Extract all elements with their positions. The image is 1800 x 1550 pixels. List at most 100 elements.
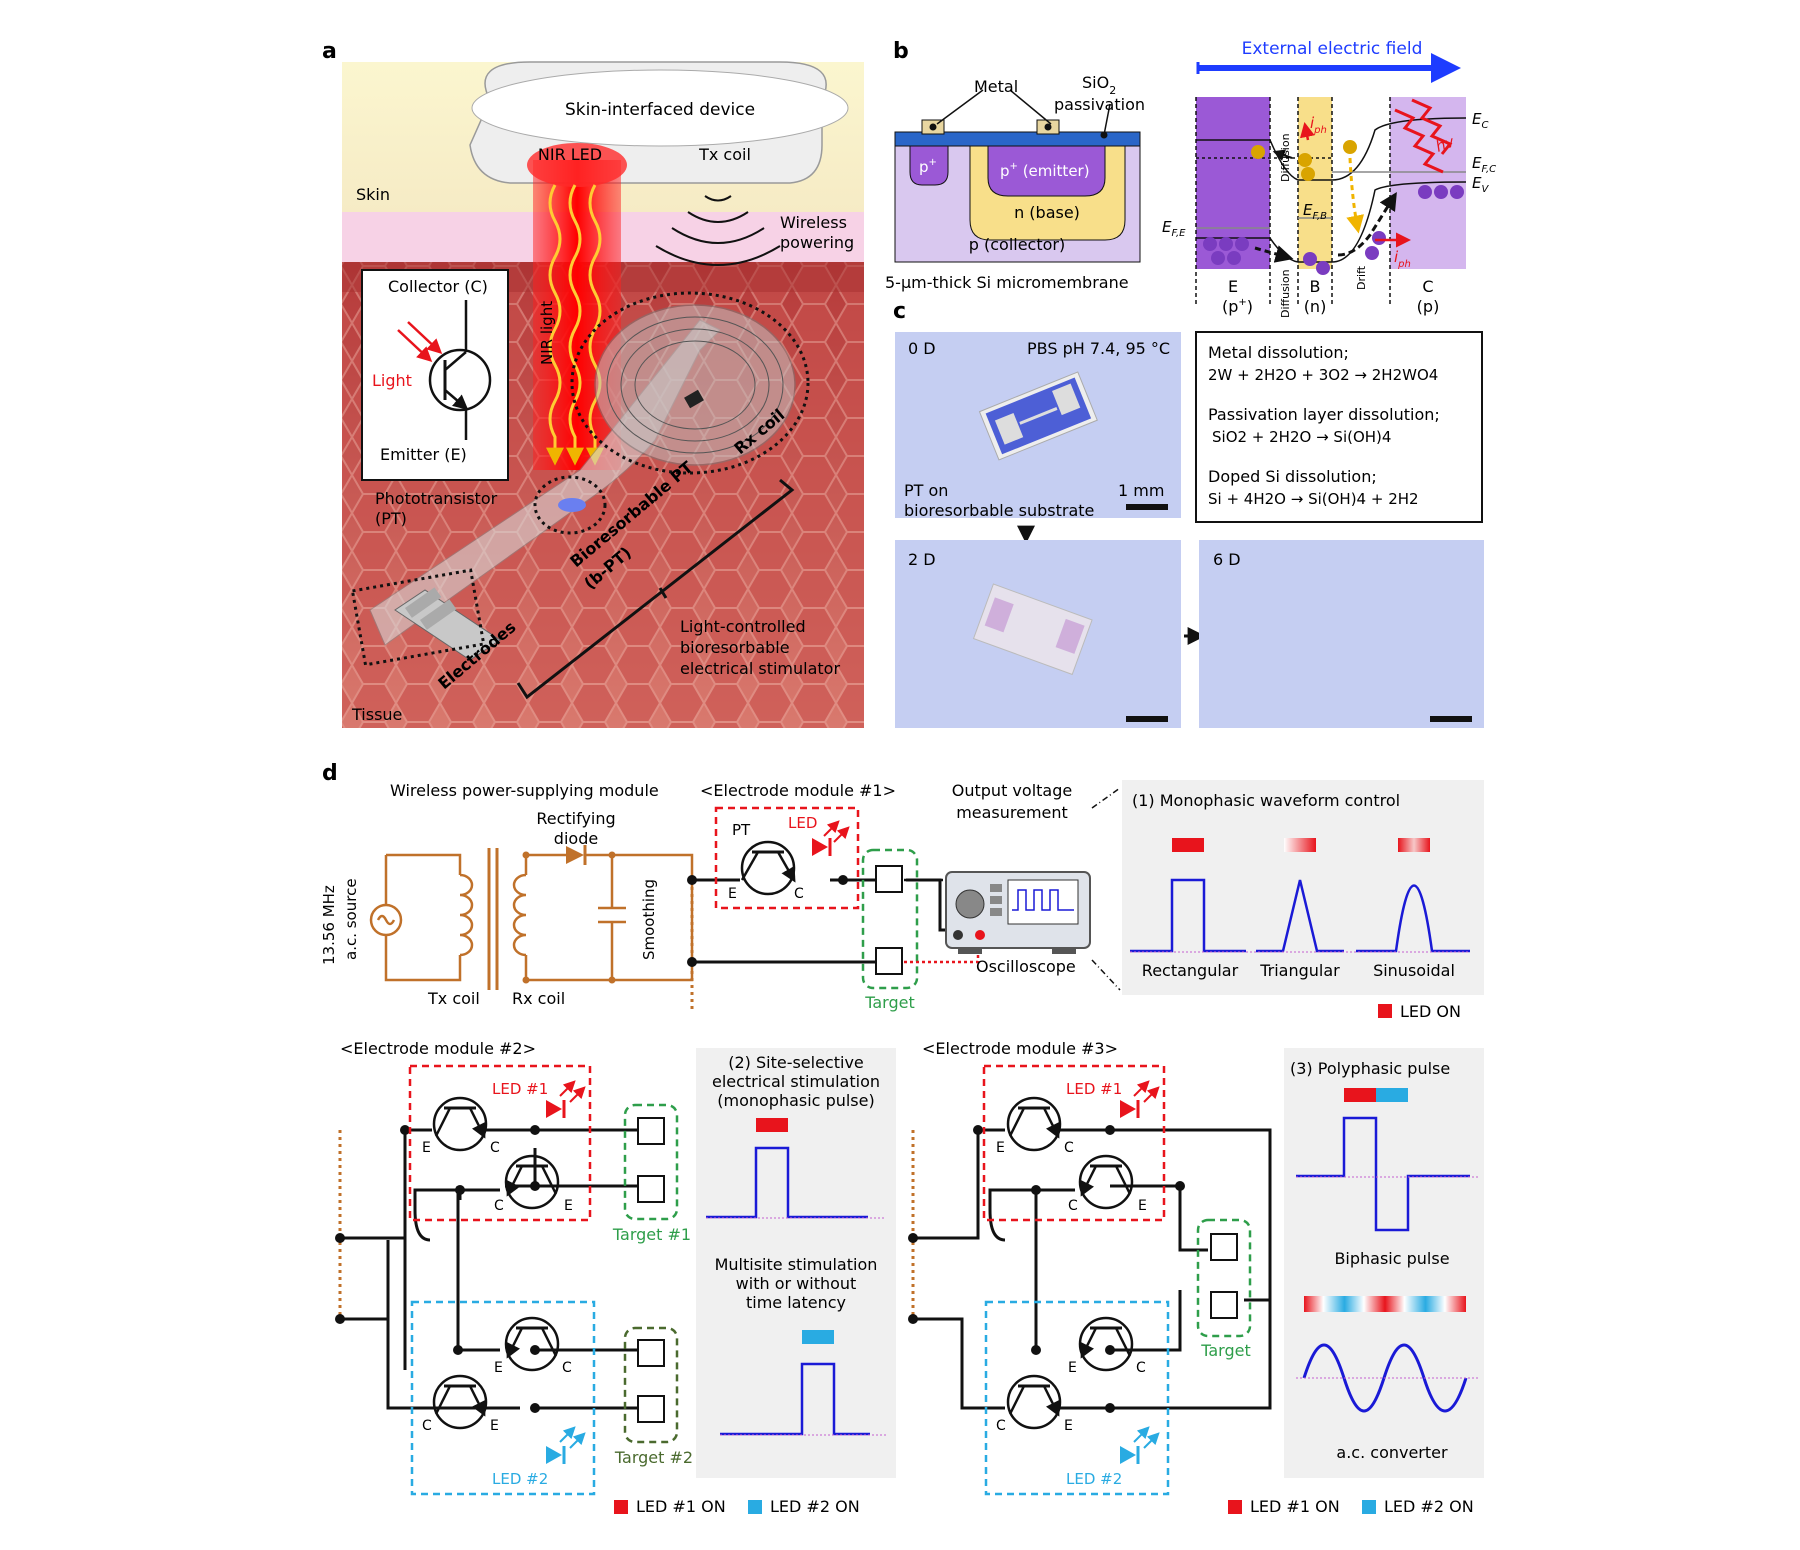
em3-e1: E — [996, 1140, 1005, 1156]
target2-box — [623, 1326, 679, 1444]
smoothing-label: Smoothing — [640, 879, 658, 960]
panel-b: b Metal SiO2 passivation p+ p+ (emitter)… — [885, 39, 1496, 318]
scale-bar-2d — [1126, 716, 1168, 722]
em2-led1-label: LED #1 — [492, 1080, 548, 1098]
efe-label: EF,E — [1162, 218, 1186, 239]
em3-led1-box — [982, 1064, 1166, 1222]
collector-label: Collector (C) — [388, 277, 488, 296]
diffusion-label-1: Diffusion — [1279, 133, 1292, 182]
em2-c4: C — [422, 1418, 432, 1434]
p-plus-region — [909, 145, 949, 186]
b-region-type: (n) — [1304, 297, 1327, 316]
oscilloscope — [945, 871, 1091, 954]
b-region — [1298, 97, 1332, 269]
tri-label: Triangular — [1259, 961, 1340, 980]
em2-e2: E — [564, 1198, 573, 1214]
led-on-label: LED ON — [1400, 1002, 1461, 1021]
pt-sample-2d — [972, 583, 1093, 676]
scale-bar-6d — [1430, 716, 1472, 722]
emitter-label: Emitter (E) — [380, 445, 467, 464]
em1-e: E — [728, 886, 737, 902]
efc-label: EF,C — [1472, 154, 1496, 175]
pt-label: PT — [732, 821, 751, 839]
em2-e4: E — [490, 1418, 499, 1434]
target-box — [861, 848, 919, 990]
em1-pt-box — [714, 806, 860, 910]
em1-led — [812, 820, 850, 856]
emitter-region — [987, 145, 1106, 197]
multi-label-3: time latency — [746, 1293, 846, 1312]
panel-d-module2: <Electrode module #2> E C C E E C C E LE… — [335, 1039, 896, 1516]
stim-label-3: electrical stimulator — [680, 659, 840, 678]
em3-c2: C — [1068, 1198, 1078, 1214]
led-label: LED — [788, 814, 817, 832]
rectifying-label-2: diode — [554, 829, 598, 848]
efb-label: EF,B — [1303, 201, 1327, 222]
tissue-label: Tissue — [351, 705, 402, 724]
panel-c: c 0 D PBS pH 7.4, 95 °C 1 mm PT on biore… — [893, 299, 1484, 728]
reaction-box — [1195, 331, 1483, 523]
b-region-label: B — [1310, 277, 1321, 296]
source-label-1: 13.56 MHz — [320, 885, 338, 965]
p-plus-label: p+ — [919, 157, 937, 176]
em2-led2-label: LED #2 — [492, 1470, 548, 1488]
pass-eq: SiO2 + 2H2O → Si(OH)4 — [1212, 428, 1391, 446]
em3-wiring — [913, 1128, 1272, 1410]
ac-conv-label: a.c. converter — [1336, 1443, 1448, 1462]
si-eq: Si + 4H2O → Si(OH)4 + 2H2 — [1208, 490, 1419, 508]
output-label-2: measurement — [956, 803, 1068, 822]
em2-led1-box — [408, 1064, 592, 1222]
bpt-outline — [533, 475, 607, 535]
em3-e4: E — [1064, 1418, 1073, 1434]
em3-led1-label: LED #1 — [1066, 1080, 1122, 1098]
wireless-label-1: Wireless — [780, 213, 847, 232]
em3-c1: C — [1064, 1140, 1074, 1156]
pt-label-2: (PT) — [375, 509, 407, 528]
em2-e3: E — [494, 1360, 503, 1376]
em2-led1-on: LED #1 ON — [636, 1497, 726, 1516]
site-label-1: (2) Site-selective — [728, 1053, 864, 1072]
em3-led2-on: LED #2 ON — [1384, 1497, 1474, 1516]
em2-wiring — [340, 1128, 650, 1410]
ev-label: EV — [1472, 174, 1489, 195]
panel-d-module3: <Electrode module #3> E C C E E C C E LE… — [908, 1039, 1484, 1516]
em1-c: C — [794, 886, 804, 902]
tx-coil-label: Tx coil — [698, 145, 751, 164]
iph-bottom: iph — [1394, 248, 1411, 270]
oscilloscope-label: Oscilloscope — [976, 957, 1076, 976]
pt-inset — [361, 269, 509, 481]
em3-e2: E — [1138, 1198, 1147, 1214]
field-label: External electric field — [1242, 39, 1423, 59]
e-region-label: E — [1228, 277, 1238, 296]
rect-label: Rectangular — [1142, 961, 1239, 980]
em2-led2-box — [410, 1300, 596, 1496]
nir-led-label: NIR LED — [538, 145, 602, 164]
mono-title: (1) Monophasic waveform control — [1132, 791, 1400, 810]
scale-bar-0d — [1126, 504, 1168, 510]
device-label: Skin-interfaced device — [565, 100, 755, 120]
em2-e1: E — [422, 1140, 431, 1156]
em3-led1-on: LED #1 ON — [1250, 1497, 1340, 1516]
wireless-label-2: powering — [780, 233, 854, 252]
stim-label-2: bioresorbable — [680, 638, 790, 657]
n-base-label: n (base) — [1014, 203, 1080, 222]
poly-title: (3) Polyphasic pulse — [1290, 1059, 1450, 1078]
rectifier-diode — [566, 846, 584, 864]
em3-c4: C — [996, 1418, 1006, 1434]
em2-led2-on: LED #2 ON — [770, 1497, 860, 1516]
photo-6d — [1199, 540, 1484, 728]
pt-on-label-2: bioresorbable substrate — [904, 501, 1094, 520]
mono-waveforms — [1130, 878, 1470, 953]
em3-transistors — [1006, 1096, 1134, 1430]
bpt-device — [369, 304, 796, 661]
wireless-arcs — [655, 195, 781, 266]
multi-label-1: Multisite stimulation — [715, 1255, 878, 1274]
rx-coil-label: Rx coil — [512, 989, 565, 1008]
multi-label-2: with or without — [736, 1274, 857, 1293]
em2-label: <Electrode module #2> — [340, 1039, 536, 1058]
ec-label: EC — [1472, 110, 1488, 131]
sio2-label: SiO2 — [1082, 73, 1116, 97]
stim-label-1: Light-controlled — [680, 617, 806, 636]
day6-label: 6 D — [1213, 550, 1241, 569]
c-region-type: (p) — [1417, 297, 1440, 316]
